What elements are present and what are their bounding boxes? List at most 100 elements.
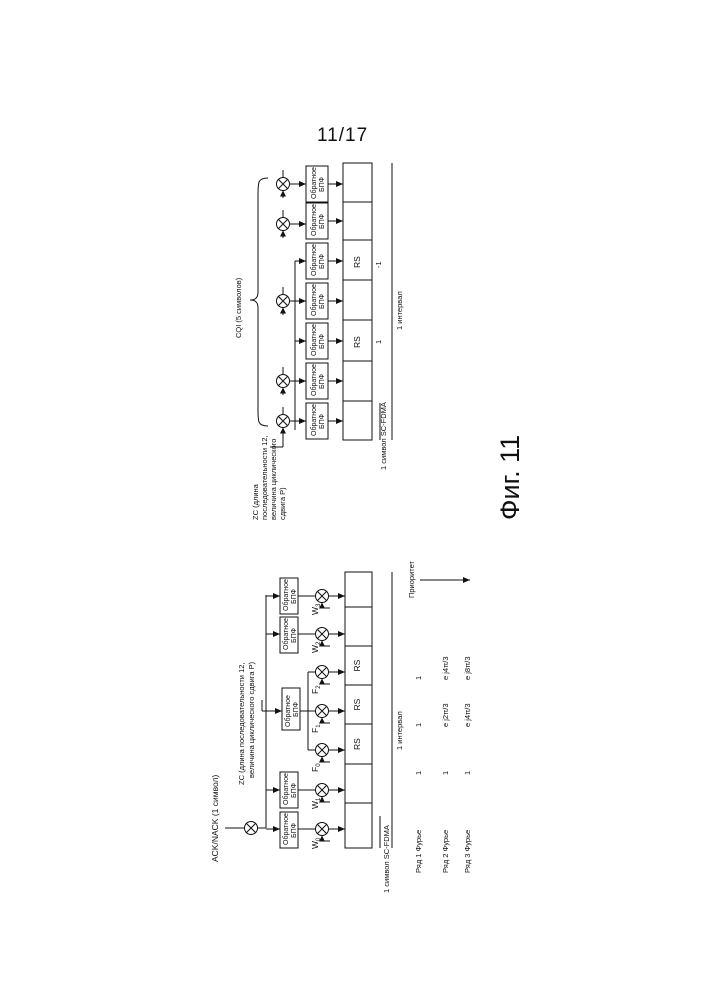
arrow-head bbox=[299, 418, 306, 424]
cqi-interval-label: 1 интервал bbox=[395, 291, 404, 330]
w2-label: W2 bbox=[310, 641, 322, 653]
f2-label: F2 bbox=[310, 685, 322, 694]
fourier-value: 1 bbox=[414, 723, 423, 727]
arrow-head bbox=[280, 388, 286, 394]
ifft-label: БПФ bbox=[319, 334, 326, 349]
cqi-slot-strip bbox=[343, 163, 372, 440]
ack-zc-label-line1: ZC (длина последовательности 12, bbox=[237, 663, 246, 786]
arrow-head bbox=[338, 826, 345, 832]
arrow-head bbox=[336, 418, 343, 424]
ifft-label: Обратное bbox=[310, 204, 318, 236]
cqi-title: CQI (5 символов) bbox=[234, 277, 243, 338]
arrow-head bbox=[338, 669, 345, 675]
arrow-head bbox=[273, 631, 280, 637]
w1-label: W1 bbox=[310, 797, 322, 809]
arrow-head bbox=[299, 338, 306, 344]
arrow-head bbox=[338, 747, 345, 753]
cqi-rs-cell-label: RS bbox=[352, 336, 362, 348]
ifft-label: БПФ bbox=[291, 628, 298, 643]
cqi-rs-value: -1 bbox=[374, 261, 383, 268]
ack-symbol-label: 1 символ SC-FDMA bbox=[382, 825, 391, 893]
arrow-head bbox=[280, 191, 286, 197]
fourier-value: e j4π/3 bbox=[463, 703, 472, 727]
arrow-head bbox=[319, 757, 325, 763]
ifft-label: БПФ bbox=[293, 702, 300, 717]
fourier-row-name: Ряд 3 Фурье bbox=[463, 830, 472, 873]
ack-zc-label-line2: величина циклического сдвига P) bbox=[247, 661, 256, 778]
arrow-head bbox=[273, 787, 280, 793]
ifft-label: Обратное bbox=[282, 579, 290, 611]
ifft-label: БПФ bbox=[319, 254, 326, 269]
priority-label: Приоритет bbox=[407, 560, 416, 598]
ifft-label: БПФ bbox=[319, 177, 326, 192]
ifft-label: БПФ bbox=[319, 414, 326, 429]
cqi-rs-cell-label: RS bbox=[352, 256, 362, 268]
ifft-label: Обратное bbox=[282, 813, 290, 845]
ifft-label: БПФ bbox=[319, 214, 326, 229]
ifft-label: Обратное bbox=[284, 695, 292, 727]
ifft-label: БПФ bbox=[291, 823, 298, 838]
arrow-head bbox=[336, 298, 343, 304]
fourier-row-name: Ряд 2 Фурье bbox=[441, 830, 450, 873]
ack-title: ACK/NACK (1 символ) bbox=[210, 775, 220, 862]
rs-cell-label: RS bbox=[352, 698, 362, 710]
cqi-symbol-label: 1 символ SC-FDMA bbox=[379, 402, 388, 470]
w0-label: W0 bbox=[310, 837, 322, 849]
arrow-head bbox=[336, 378, 343, 384]
arrow-head bbox=[336, 338, 343, 344]
f0-label: F0 bbox=[310, 763, 322, 772]
fourier-row-name: Ряд 1 Фурье bbox=[414, 830, 423, 873]
arrow-head bbox=[273, 593, 280, 599]
ifft-label: Обратное bbox=[282, 773, 290, 805]
arrow-head bbox=[338, 708, 345, 714]
ifft-label: Обратное bbox=[310, 324, 318, 356]
ifft-label: Обратное bbox=[310, 167, 318, 199]
cqi-zc-label-line: последовательности 12, bbox=[260, 435, 269, 520]
arrow-head bbox=[336, 218, 343, 224]
arrow-head bbox=[299, 181, 306, 187]
arrow-head bbox=[338, 631, 345, 637]
arrow-head bbox=[280, 308, 286, 314]
ifft-label: Обратное bbox=[310, 284, 318, 316]
cqi-rs-value: 1 bbox=[374, 340, 383, 344]
ifft-label: БПФ bbox=[319, 374, 326, 389]
fourier-value: 1 bbox=[463, 771, 472, 775]
arrow-head bbox=[280, 231, 286, 237]
rs-cell-label: RS bbox=[352, 738, 362, 750]
ifft-label: БПФ bbox=[319, 294, 326, 309]
rs-cell-label: RS bbox=[352, 659, 362, 671]
arrow-head bbox=[336, 181, 343, 187]
ifft-label: Обратное bbox=[282, 618, 290, 650]
ack-interval-label: 1 интервал bbox=[395, 711, 404, 750]
cqi-zc-label-line: ZC (длина bbox=[251, 483, 260, 520]
arrow-head bbox=[319, 679, 325, 685]
cqi-zc-label-line: величина циклического bbox=[269, 439, 278, 520]
ifft-label: Обратное bbox=[310, 404, 318, 436]
arrow-head bbox=[299, 258, 306, 264]
w3-label: W3 bbox=[310, 603, 322, 615]
fourier-value: e j8π/3 bbox=[463, 656, 472, 680]
ifft-label: Обратное bbox=[310, 244, 318, 276]
fourier-value: e j2π/3 bbox=[441, 703, 450, 727]
cqi-brace bbox=[250, 178, 268, 426]
arrow-head bbox=[319, 718, 325, 724]
ifft-label: Обратное bbox=[310, 364, 318, 396]
arrow-head bbox=[299, 298, 306, 304]
arrow-head bbox=[299, 378, 306, 384]
fourier-value: e j4π/3 bbox=[441, 656, 450, 680]
arrow-head bbox=[338, 787, 345, 793]
arrow-head bbox=[336, 258, 343, 264]
cqi-zc-label-line: сдвига P) bbox=[278, 487, 287, 520]
arrow-head bbox=[275, 708, 282, 714]
arrow-head bbox=[299, 221, 306, 227]
arrow-head bbox=[273, 826, 280, 832]
ifft-label: БПФ bbox=[291, 589, 298, 604]
fourier-value: 1 bbox=[414, 771, 423, 775]
arrow-head bbox=[338, 593, 345, 599]
ifft-label: БПФ bbox=[291, 783, 298, 798]
priority-arrowhead bbox=[463, 577, 470, 583]
f1-label: F1 bbox=[310, 724, 322, 733]
fourier-value: 1 bbox=[441, 771, 450, 775]
fourier-value: 1 bbox=[414, 676, 423, 680]
